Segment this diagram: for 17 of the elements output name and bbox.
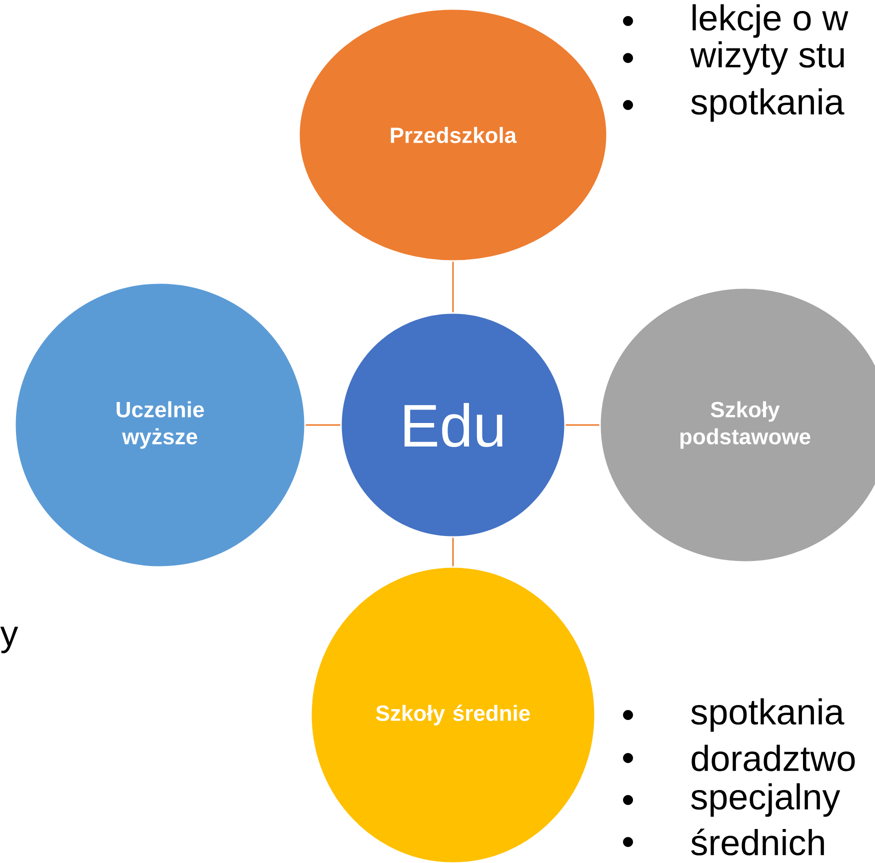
- circle-node: Uczelnie wyższe: [14, 282, 306, 568]
- bullet-text: spotkania: [691, 698, 844, 732]
- bullet-text: lekcje o w: [692, 4, 848, 38]
- bullet-text: doradztwo: [692, 744, 855, 772]
- connector-line: [306, 424, 340, 426]
- circle-node: Szkoły średnie: [310, 566, 596, 863]
- connector-line: [452, 262, 454, 312]
- bullet-text: y: [0, 626, 18, 654]
- bullet-text: specjalny: [691, 783, 840, 817]
- circle-node: Przedszkola: [298, 8, 608, 262]
- bullet-text: spotkania: [691, 88, 844, 122]
- bullet-text: wizyty stu: [690, 41, 844, 75]
- circle-node: Edu: [340, 312, 566, 538]
- connector-line: [452, 538, 454, 566]
- circle-node: Szkoły podstawowe: [599, 287, 875, 563]
- connector-line: [566, 424, 600, 426]
- bullet-text: średnich: [691, 828, 824, 856]
